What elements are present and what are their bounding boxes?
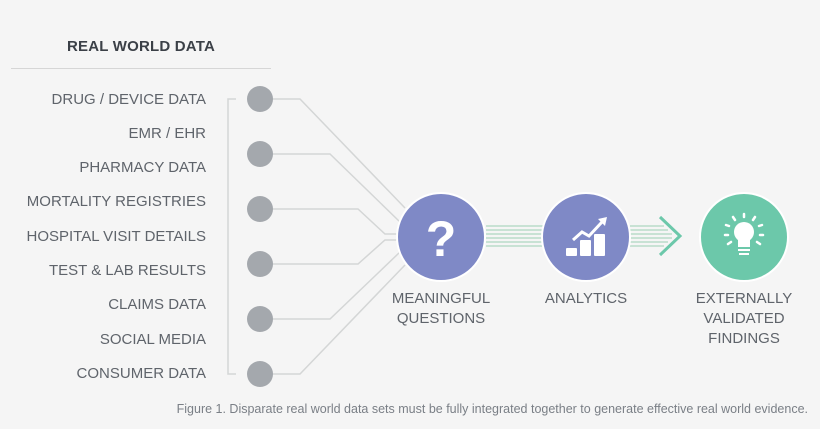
stage-label-analytics: ANALYTICS xyxy=(526,289,646,309)
title-divider xyxy=(11,68,271,69)
lightbulb-icon xyxy=(723,212,765,255)
label-line: EXTERNALLY xyxy=(695,290,793,307)
source-label: PHARMACY DATA xyxy=(79,159,206,176)
questions-circle xyxy=(396,192,486,282)
source-bracket xyxy=(227,98,236,375)
source-label: MORTALITY REGISTRIES xyxy=(26,193,206,210)
question-mark-icon: ? xyxy=(426,211,457,267)
source-label: CONSUMER DATA xyxy=(76,365,206,382)
flow-lines-2 xyxy=(630,225,672,247)
source-label: CLAIMS DATA xyxy=(108,296,206,313)
connector-lines xyxy=(272,98,406,375)
label-line: ANALYTICS xyxy=(544,290,628,307)
label-line: QUESTIONS xyxy=(396,310,486,327)
growth-chart-icon xyxy=(566,217,607,256)
analytics-circle xyxy=(541,192,631,282)
figure-caption: Figure 1. Disparate real world data sets… xyxy=(176,402,808,416)
source-label: TEST & LAB RESULTS xyxy=(49,262,206,279)
source-dots xyxy=(247,86,273,387)
source-label: HOSPITAL VISIT DETAILS xyxy=(26,228,207,245)
source-label: EMR / EHR xyxy=(128,125,206,142)
stage-label-questions: MEANINGFUL QUESTIONS xyxy=(381,289,501,329)
arrow-chevron-icon xyxy=(658,215,683,257)
label-line: VALIDATED xyxy=(703,310,785,327)
label-line: FINDINGS xyxy=(708,330,780,347)
source-label: SOCIAL MEDIA xyxy=(99,331,206,348)
source-label: DRUG / DEVICE DATA xyxy=(51,91,206,108)
section-title: REAL WORLD DATA xyxy=(67,38,215,55)
flow-lines-1 xyxy=(486,225,545,247)
stage-label-findings: EXTERNALLY VALIDATED FINDINGS xyxy=(684,289,804,349)
label-line: MEANINGFUL xyxy=(391,290,491,307)
